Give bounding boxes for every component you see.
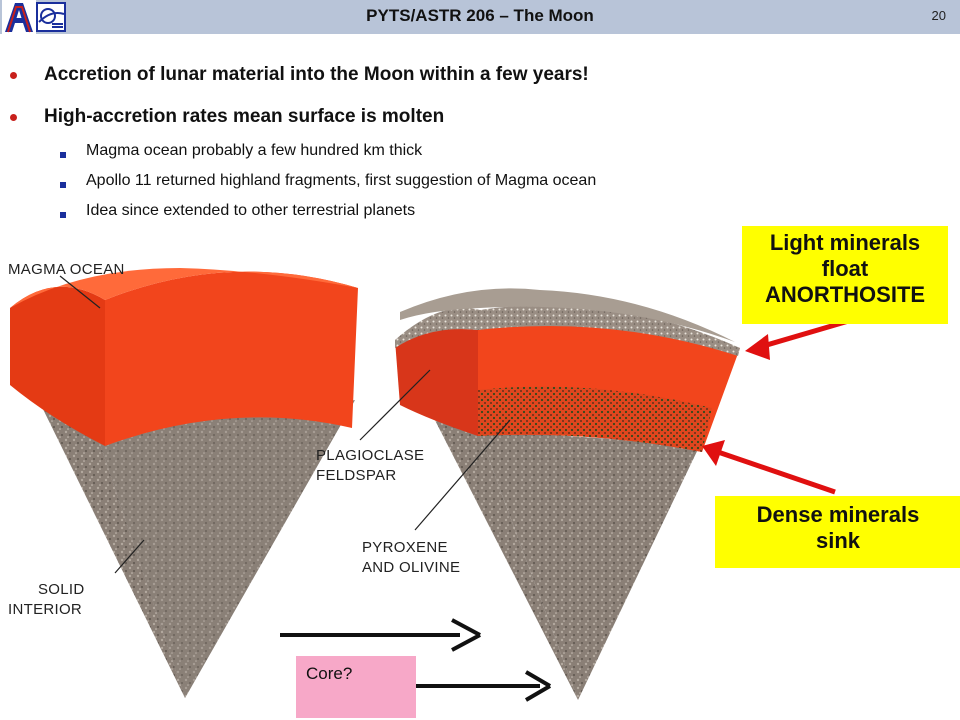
slide-title: PYTS/ASTR 206 – The Moon <box>366 6 594 25</box>
bullet-dot-icon <box>10 114 17 121</box>
left-solid-interior <box>10 342 185 698</box>
magma-ocean-diagram <box>10 268 853 702</box>
label-interior: INTERIOR <box>8 601 83 618</box>
right-solid-interior <box>395 342 578 700</box>
callout-light-minerals: Light minerals float ANORTHOSITE <box>742 226 948 324</box>
subbullet-item: Magma ocean probably a few hundred km th… <box>86 142 423 159</box>
right-magma-front <box>395 328 478 436</box>
planetary-logo-icon <box>36 2 66 32</box>
crust-top-surface <box>400 288 735 342</box>
bullet-item: High-accretion rates mean surface is mol… <box>44 106 445 127</box>
label-solid: SOLID <box>38 581 85 598</box>
slide-header: PYTS/ASTR 206 – The Moon 20 <box>0 0 960 34</box>
left-magma-front <box>10 286 105 446</box>
callout-dense-line-2: sink <box>815 528 861 553</box>
callout-light-line-1: Light minerals <box>769 230 921 255</box>
label-olivine: AND OLIVINE <box>362 559 461 576</box>
callout-dense-minerals: Dense minerals sink <box>715 496 960 568</box>
callout-core-label: Core? <box>306 664 353 683</box>
label-magma-ocean: MAGMA OCEAN <box>8 261 125 278</box>
anorthosite-crust <box>395 304 740 356</box>
red-arrow-dense <box>717 449 836 495</box>
pyroxene-olivine-layer <box>478 386 712 452</box>
subbullet-item: Idea since extended to other terrestrial… <box>86 202 416 219</box>
right-rock-side <box>478 430 700 700</box>
callout-core: Core? <box>296 656 416 718</box>
right-wedge <box>395 288 740 700</box>
callout-light-line-3: ANORTHOSITE <box>764 282 926 307</box>
page-number: 20 <box>931 8 946 23</box>
subbullet-square-icon <box>60 182 66 188</box>
label-feldspar: FELDSPAR <box>316 467 397 484</box>
bullet-dot-icon <box>10 72 17 79</box>
subbullet-square-icon <box>60 212 66 218</box>
university-a-logo-icon <box>2 0 36 34</box>
left-wedge <box>10 268 358 698</box>
subbullet-item: Apollo 11 returned highland fragments, f… <box>86 172 597 189</box>
left-magma-top <box>10 268 358 308</box>
label-pyroxene: PYROXENE <box>362 539 448 556</box>
callout-dense-line-1: Dense minerals <box>756 502 920 527</box>
label-plagioclase: PLAGIOCLASE <box>316 447 425 464</box>
callout-light-line-2: float <box>821 256 869 281</box>
bullet-item: Accretion of lunar material into the Moo… <box>44 64 589 85</box>
left-magma-side <box>105 271 358 446</box>
red-arrow-light <box>759 317 853 350</box>
subbullet-square-icon <box>60 152 66 158</box>
